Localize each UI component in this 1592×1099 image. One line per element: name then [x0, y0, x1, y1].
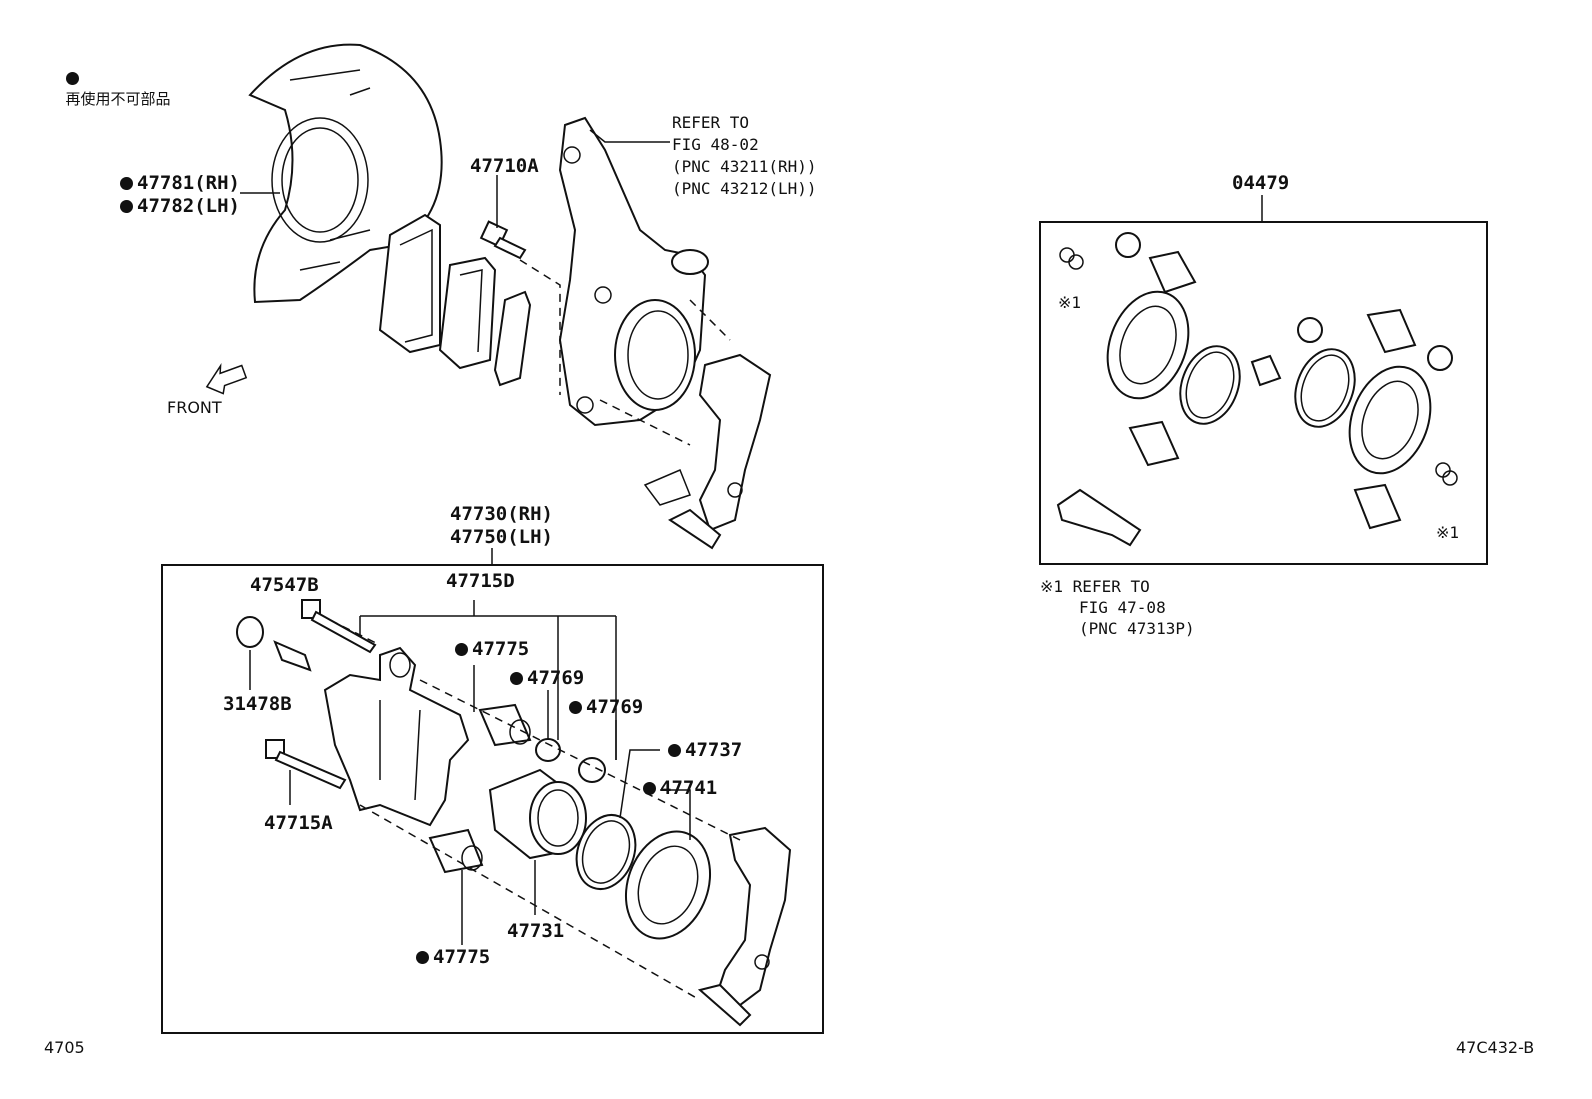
part-label-47547b: 47547B	[250, 574, 319, 596]
refer-note-2-line-1: ※1 REFER TO	[1040, 577, 1150, 596]
part-label-47750: 47750(LH)	[450, 526, 553, 548]
non-reusable-dot-icon	[510, 672, 523, 685]
piston-drawing	[488, 768, 587, 860]
brake-pads-drawing	[378, 213, 532, 387]
refer-note-2-line-2: FIG 47-08	[1079, 598, 1166, 617]
caliper-bracket-drawing	[697, 826, 792, 1027]
part-label-47781: 47781(RH)	[120, 172, 240, 194]
legend-text: 再使用不可部品	[65, 90, 171, 108]
bolt-47710a-drawing	[479, 220, 527, 260]
refer-note-line-2: FIG 48-02	[672, 135, 759, 154]
part-label-47715d: 47715D	[446, 570, 515, 592]
part-label-47775-lower: 47775	[416, 946, 490, 968]
footer-right-code: 47C432-B	[1456, 1038, 1535, 1057]
footer-left-code: 4705	[44, 1038, 85, 1057]
refer-note-line-3: (PNC 43211(RH))	[672, 157, 817, 176]
repair-kit-parts-drawing	[1056, 232, 1458, 547]
non-reusable-dot-icon	[643, 782, 656, 795]
note-ref-a: ※1	[1058, 293, 1082, 312]
part-label-47715a: 47715A	[264, 812, 333, 834]
part-label-47769-a: 47769	[510, 667, 584, 689]
refer-note-line-4: (PNC 43212(LH))	[672, 179, 817, 198]
non-reusable-dot-icon	[569, 701, 582, 714]
part-label-04479: 04479	[1232, 172, 1290, 194]
repair-kit-box	[1039, 221, 1488, 565]
non-reusable-dot-icon	[668, 744, 681, 757]
non-reusable-dot-icon	[455, 643, 468, 656]
boots-bushings-drawing	[428, 703, 606, 874]
non-reusable-dot-icon	[120, 177, 133, 190]
front-arrow-icon	[205, 363, 248, 395]
legend: 再使用不可部品	[56, 52, 171, 109]
part-label-47782: 47782(LH)	[120, 195, 240, 217]
part-label-47737: 47737	[668, 739, 742, 761]
refer-note-2-line-3: (PNC 47313P)	[1079, 619, 1195, 638]
steering-knuckle-drawing	[558, 116, 709, 427]
upper-bracket-drawing	[643, 353, 772, 550]
front-label: FRONT	[167, 398, 222, 417]
non-reusable-dot-icon	[416, 951, 429, 964]
caliper-bolts-drawing	[265, 599, 377, 790]
part-label-47731: 47731	[507, 920, 565, 942]
part-label-47710a: 47710A	[470, 155, 539, 177]
part-label-47775-upper: 47775	[455, 638, 529, 660]
part-label-31478b: 31478B	[223, 693, 292, 715]
bleeder-drawing	[236, 616, 312, 672]
non-reusable-dot-icon	[120, 200, 133, 213]
part-label-47741: 47741	[643, 777, 717, 799]
non-reusable-dot-icon	[65, 72, 79, 85]
part-label-47730: 47730(RH)	[450, 503, 553, 525]
refer-note-line-1: REFER TO	[672, 113, 750, 132]
part-label-47769-b: 47769	[569, 696, 643, 718]
seals-drawing	[575, 814, 712, 940]
note-ref-b: ※1	[1436, 523, 1460, 542]
caliper-body-drawing	[323, 646, 470, 827]
